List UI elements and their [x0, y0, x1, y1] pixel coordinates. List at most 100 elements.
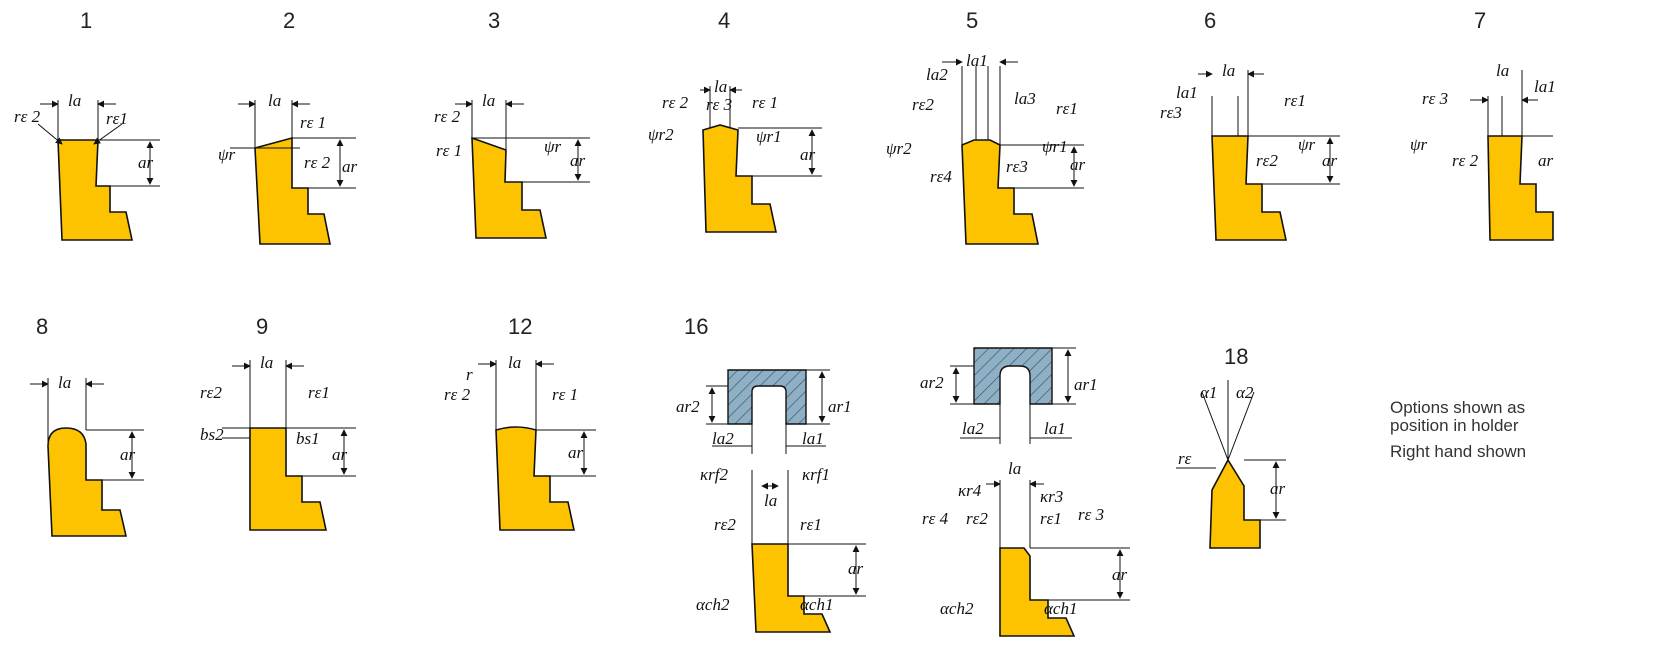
label-ar: ar — [342, 157, 358, 176]
option-number: 1 — [80, 8, 92, 33]
label-kappa-r4: κr4 — [958, 481, 982, 500]
label-re2: rε 2 — [434, 107, 461, 126]
option-9: 9 la rε2 rε1 bs2 bs1 ar — [200, 314, 356, 531]
option-number: 3 — [488, 8, 500, 33]
label-re2: rε 2 — [662, 93, 689, 112]
label-la2: la2 — [962, 419, 984, 438]
label-la: la — [260, 353, 273, 372]
option-number: 9 — [256, 314, 268, 339]
label-ar: ar — [570, 151, 586, 170]
label-la2: la2 — [926, 65, 948, 84]
option-8: 8 la ar — [30, 314, 144, 537]
option-6: 6 la la1 rε3 rε1 ψr rε2 ar — [1160, 8, 1340, 241]
label-re1: rε1 — [106, 109, 128, 128]
option-12: 12 r la rε 2 rε 1 ar — [444, 314, 596, 531]
label-psi-r: ψr — [1298, 135, 1316, 154]
insert-shape — [961, 139, 1039, 245]
label-re3: rε3 — [1160, 103, 1182, 122]
label-bs1: bs1 — [296, 429, 320, 448]
insert-shape — [471, 136, 547, 239]
label-psi-r2: ψr2 — [886, 139, 912, 158]
label-alpha-ch2: αch2 — [940, 599, 974, 618]
insert-shape — [249, 427, 327, 531]
option-number: 2 — [283, 8, 295, 33]
label-re2: rε2 — [966, 509, 988, 528]
label-re2: rε 2 — [1452, 151, 1479, 170]
label-psi-r1: ψr1 — [756, 127, 782, 146]
label-psi-r: ψr — [1410, 135, 1428, 154]
label-re2: rε2 — [1256, 151, 1278, 170]
insert-shape — [57, 139, 133, 241]
label-la: la — [482, 91, 495, 110]
option-3: 3 rε 2 la rε 1 ψr ar — [434, 8, 590, 239]
label-re4: rε4 — [930, 167, 952, 186]
label-la: la — [1222, 61, 1235, 80]
label-re3: rε 3 — [706, 95, 732, 114]
label-la: la — [68, 91, 81, 110]
workpiece-groove — [973, 347, 1053, 405]
note-position-in-holder: position in holder — [1390, 416, 1519, 435]
label-re2: rε 2 — [304, 153, 331, 172]
label-ar1: ar1 — [1074, 375, 1098, 394]
option-number: 6 — [1204, 8, 1216, 33]
label-la1: la1 — [966, 51, 988, 70]
label-alpha-ch1: αch1 — [1044, 599, 1077, 618]
label-ar: ar — [848, 559, 864, 578]
label-bs2: bs2 — [200, 425, 224, 444]
label-ar: ar — [568, 443, 584, 462]
option-2: 2 la rε 1 ψr rε 2 ar — [218, 8, 358, 245]
option-number: 12 — [508, 314, 532, 339]
note-options-shown-as: Options shown as — [1390, 398, 1526, 417]
label-re1: rε1 — [800, 515, 822, 534]
insert-shape — [1487, 135, 1554, 241]
label-psi-r2: ψr2 — [648, 125, 674, 144]
label-re3: rε3 — [1006, 157, 1028, 176]
label-la1: la1 — [1044, 419, 1066, 438]
label-re1: rε1 — [1040, 509, 1062, 528]
option-number: 5 — [966, 8, 978, 33]
option-18: 18 α1 α2 rε ar — [1176, 344, 1286, 549]
option-16: 16 ar2 ar1 la2 la1 κrf2 κrf1 la rε2 rε1 … — [676, 314, 866, 633]
label-ar: ar — [800, 145, 816, 164]
label-alpha-ch2: αch2 — [696, 595, 730, 614]
insert-shape — [751, 543, 832, 633]
label-psi-r1: ψr1 — [1042, 137, 1068, 156]
label-la: la — [508, 353, 521, 372]
label-ar: ar — [1112, 565, 1128, 584]
label-re2: rε 2 — [444, 385, 471, 404]
option-number: 8 — [36, 314, 48, 339]
label-re3: rε 3 — [1422, 89, 1448, 108]
label-ar2: ar2 — [676, 397, 700, 416]
option-number: 18 — [1224, 344, 1248, 369]
label-ar: ar — [1270, 479, 1286, 498]
label-ar: ar — [138, 153, 154, 172]
insert-shape — [1211, 135, 1287, 241]
label-re1: rε 1 — [436, 141, 462, 160]
label-re1: rε1 — [1284, 91, 1306, 110]
insert-shape — [999, 547, 1076, 637]
label-ar: ar — [1070, 155, 1086, 174]
option-17: 17 ar2 ar1 la2 la1 la κr4 κr3 rε 4 rε2 r… — [920, 344, 1130, 637]
label-la1: la1 — [1176, 83, 1198, 102]
label-ar: ar — [1322, 151, 1338, 170]
label-kappa-rf1: κrf1 — [802, 465, 830, 484]
insert-shape — [702, 124, 777, 233]
label-la: la — [1496, 61, 1509, 80]
label-re: rε — [1178, 449, 1192, 468]
option-number: 7 — [1474, 8, 1486, 33]
option-number: 16 — [684, 314, 708, 339]
label-re1: rε1 — [308, 383, 330, 402]
label-re4: rε 4 — [922, 509, 949, 528]
label-la3: la3 — [1014, 89, 1036, 108]
label-psi-r: ψr — [218, 145, 236, 164]
label-ar: ar — [120, 445, 136, 464]
label-re2: rε2 — [200, 383, 222, 402]
option-1: 1 rε 2 la rε1 ar — [14, 8, 160, 241]
label-ar: ar — [332, 445, 348, 464]
label-re2: rε 2 — [14, 107, 41, 126]
insert-shape — [1209, 458, 1261, 549]
label-alpha1: α1 — [1200, 383, 1217, 402]
label-kappa-r3: κr3 — [1040, 487, 1063, 506]
label-re2: rε2 — [714, 515, 736, 534]
